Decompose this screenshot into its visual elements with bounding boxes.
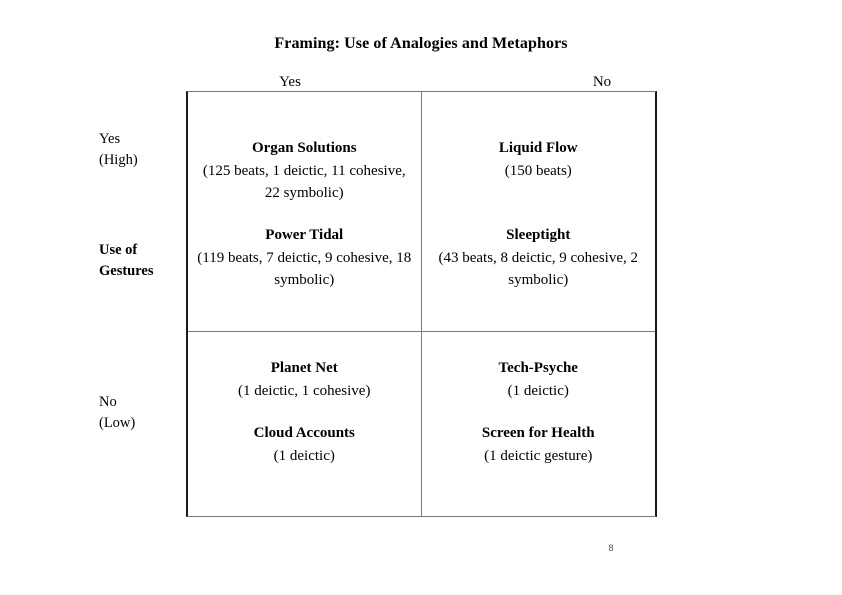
- entry-detail: (150 beats): [504, 162, 572, 179]
- matrix-cell-bottom-right: Tech-Psyche (1 deictic) Screen for Healt…: [422, 332, 656, 516]
- entry-detail: (125 beats, 1 deictic, 11 cohesive, 22 s…: [202, 162, 406, 202]
- entry-detail: (1 deictic gesture): [484, 447, 593, 464]
- entry-name: Cloud Accounts: [253, 425, 355, 441]
- entry-detail: (1 deictic, 1 cohesive): [238, 382, 371, 399]
- matrix-entry: Power Tidal (119 beats, 7 deictic, 9 coh…: [196, 224, 413, 292]
- matrix-entry: Planet Net (1 deictic, 1 cohesive): [196, 357, 413, 402]
- matrix-entry: Sleeptight (43 beats, 8 deictic, 9 cohes…: [430, 224, 648, 292]
- entry-name: Power Tidal: [265, 227, 344, 243]
- entry-name: Sleeptight: [506, 227, 571, 243]
- entry-detail: (1 deictic): [507, 382, 569, 399]
- matrix-cell-top-left: Organ Solutions (125 beats, 1 deictic, 1…: [188, 92, 422, 332]
- entry-name: Organ Solutions: [251, 140, 357, 156]
- matrix-entry: Liquid Flow (150 beats): [430, 137, 648, 182]
- entry-name: Planet Net: [270, 360, 338, 376]
- quadrant-matrix: Organ Solutions (125 beats, 1 deictic, 1…: [186, 91, 657, 517]
- column-header-yes: Yes: [279, 74, 301, 90]
- entry-name: Liquid Flow: [498, 140, 578, 156]
- matrix-entry: Screen for Health (1 deictic gesture): [430, 422, 648, 467]
- entry-name: Screen for Health: [481, 425, 595, 441]
- entry-detail: (43 beats, 8 deictic, 9 cohesive, 2 symb…: [438, 249, 639, 289]
- entry-detail: (1 deictic): [273, 447, 335, 464]
- row-header-no-low: No (Low): [99, 394, 136, 431]
- matrix-entry: Organ Solutions (125 beats, 1 deictic, 1…: [196, 137, 413, 205]
- matrix-cell-top-right: Liquid Flow (150 beats) Sleeptight (43 b…: [421, 92, 655, 332]
- matrix-entry: Tech-Psyche (1 deictic): [430, 357, 648, 402]
- column-header-no: No: [592, 74, 612, 90]
- row-axis-label-use-of-gestures: Use of Gestures: [99, 242, 154, 279]
- matrix-cell-bottom-left: Planet Net (1 deictic, 1 cohesive) Cloud…: [188, 332, 422, 516]
- page-title: Framing: Use of Analogies and Metaphors: [274, 35, 568, 52]
- entry-name: Tech-Psyche: [498, 360, 578, 376]
- row-header-yes-high: Yes (High): [99, 131, 138, 168]
- entry-detail: (119 beats, 7 deictic, 9 cohesive, 18 sy…: [197, 249, 412, 289]
- page-number: 8: [608, 543, 614, 553]
- matrix-entry: Cloud Accounts (1 deictic): [196, 422, 413, 467]
